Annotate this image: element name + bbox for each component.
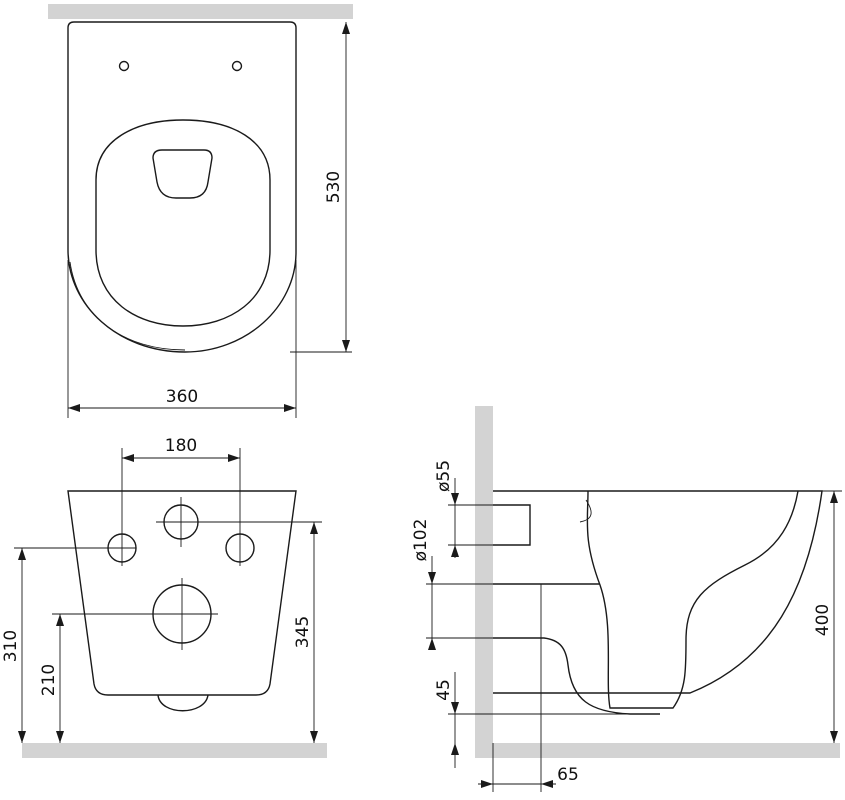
top-view-wall [48,4,353,19]
flush-opening [152,149,213,199]
dim-65-arrow-right [541,780,553,788]
seat-hinge-hole-left [118,60,130,72]
dim-400-arrow-top [830,491,838,503]
rear-view: 180 310 210 345 [1,436,327,758]
rear-view-floor [22,743,327,758]
dim-530-label: 530 [324,171,344,203]
dim-210-arrow-top [56,614,64,626]
dim-55-arrow-top [451,493,459,505]
dim-55-label: ø55 [434,460,454,492]
dim-180-label: 180 [165,436,197,456]
dim-65-arrow-left [481,780,493,788]
side-inlet-spigot [493,504,531,546]
dim-102-label: ø102 [411,519,431,562]
dim-345-label: 345 [293,616,313,648]
side-body-outline [493,490,823,694]
side-outlet-lower [493,637,660,715]
dim-210-arrow-bottom [56,731,64,743]
dim-102-arrow-top [428,572,436,584]
dim-45-arrow-bottom [451,743,459,755]
bowl-outline-top [67,21,297,353]
side-trap [586,490,799,709]
dim-210-label: 210 [39,664,59,696]
dim-345-arrow-top [310,522,318,534]
seat-opening [95,119,271,327]
dim-55-arrow-bottom [451,545,459,557]
dim-360-arrow-left [68,404,80,412]
dim-65-label: 65 [557,765,579,785]
rear-spigot [157,694,209,712]
side-view: ø55 ø102 45 400 65 [411,406,842,792]
dim-345-arrow-bottom [310,731,318,743]
side-view-floor [475,743,840,758]
dim-102-arrow-bottom [428,638,436,650]
dim-180-arrow-left [122,454,134,462]
dim-45-label: 45 [434,679,454,701]
fixing-hole-right [225,448,255,566]
dim-400-arrow-bottom [830,731,838,743]
side-view-wall [475,406,493,743]
dim-310-arrow-bottom [18,731,26,743]
rear-outline [67,490,297,696]
dim-360-label: 360 [166,387,198,407]
dim-310-label: 310 [1,630,21,662]
dim-45-arrow-top [451,702,459,714]
dim-530-arrow-top [342,22,350,34]
dim-530-arrow-bottom [342,340,350,352]
seat-hinge-hole-right [231,60,243,72]
dim-180-arrow-right [228,454,240,462]
top-view: 530 360 [48,4,353,418]
bowl-rim-shading [69,261,186,351]
dim-400-label: 400 [813,604,833,636]
side-seat-detail [579,499,592,523]
dim-360-arrow-right [284,404,296,412]
dim-310-arrow-top [18,548,26,560]
